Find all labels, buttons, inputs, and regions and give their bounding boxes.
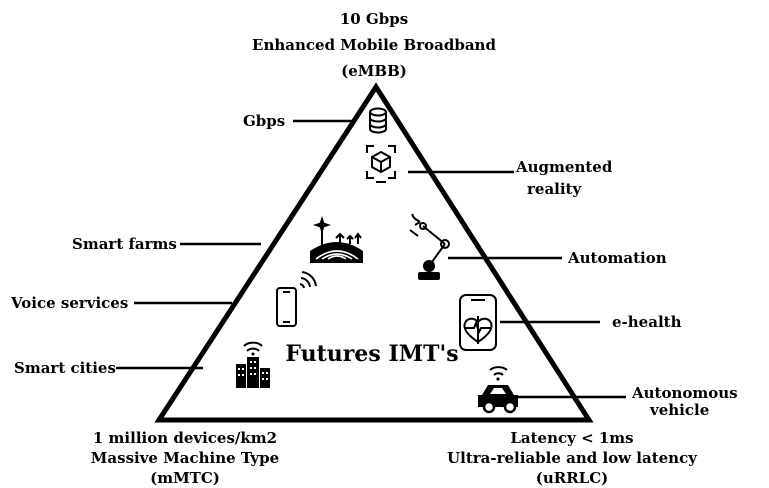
database-icon	[369, 107, 387, 134]
label-augmented-line2: reality	[527, 180, 582, 198]
smart-farm-icon	[310, 216, 363, 263]
label-autonomous-line2: vehicle	[649, 401, 709, 419]
label-augmented-line1: Augmented	[515, 158, 613, 176]
imt-triangle	[154, 82, 594, 423]
label-voice-services: Voice services	[10, 294, 128, 312]
top-speed-label: 10 Gbps	[340, 10, 408, 28]
bottom-left-density-label: 1 million devices/km2	[93, 429, 277, 447]
center-label: Futures IMT's	[285, 341, 458, 367]
heart-phone-icon	[459, 294, 497, 351]
label-autonomous-line1: Autonomous	[631, 384, 738, 402]
label-automation: Automation	[567, 249, 667, 267]
connected-car-icon	[478, 366, 518, 414]
bottom-left-acronym-label: (mMTC)	[150, 469, 220, 487]
label-ehealth: e-health	[612, 313, 682, 331]
label-gbps: Gbps	[243, 112, 285, 130]
bottom-right-service-label: Ultra-reliable and low latency	[447, 449, 698, 467]
bottom-right-latency-label: Latency < 1ms	[510, 429, 633, 447]
label-smart-cities: Smart cities	[14, 359, 116, 377]
top-service-label: Enhanced Mobile Broadband	[252, 36, 496, 54]
bottom-left-service-label: Massive Machine Type	[91, 449, 279, 467]
robot-arm-icon	[409, 213, 450, 280]
label-smart-farms: Smart farms	[72, 235, 177, 253]
top-acronym-label: (eMBB)	[341, 62, 407, 80]
bottom-right-acronym-label: (uRRLC)	[536, 469, 609, 487]
smartphone-wifi-icon	[276, 271, 317, 327]
smart-city-icon	[236, 341, 270, 388]
ar-cube-icon	[366, 145, 396, 183]
